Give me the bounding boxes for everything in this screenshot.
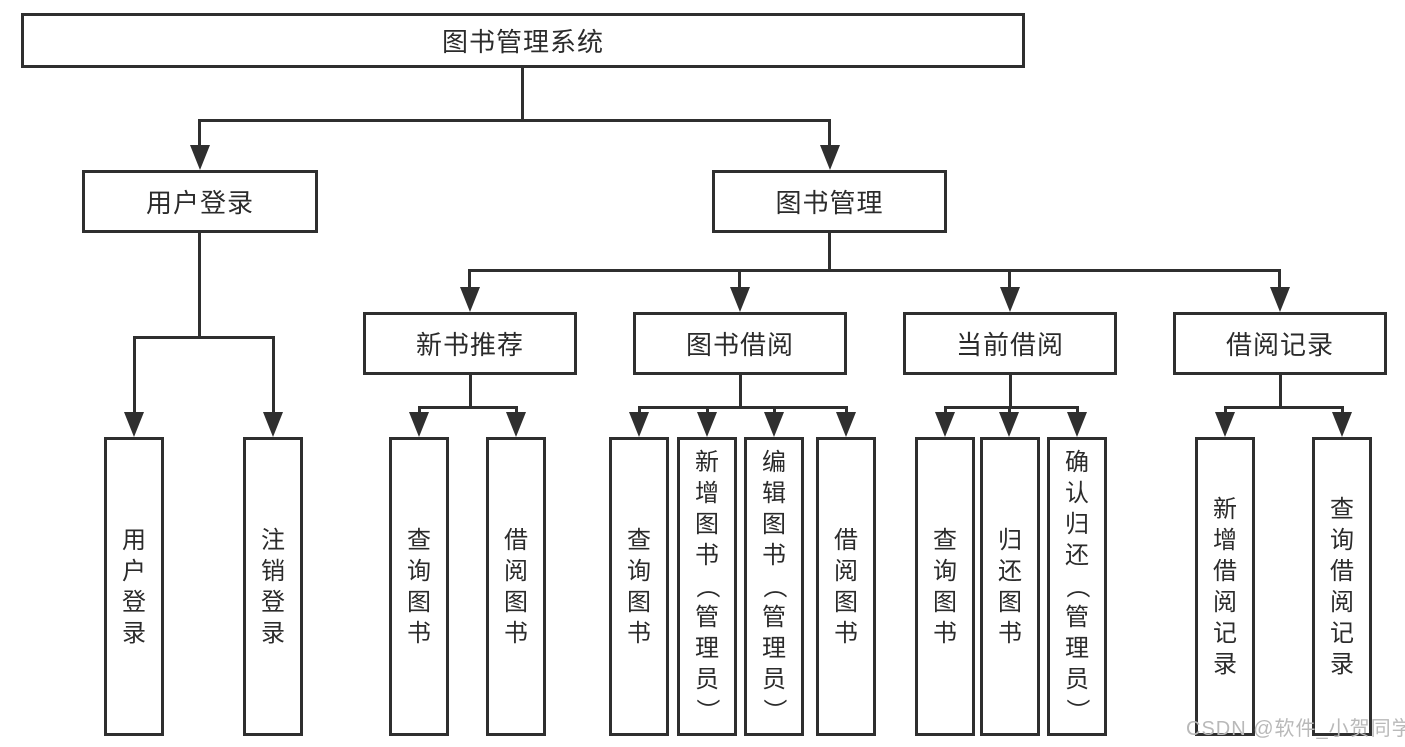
arrowhead-icon <box>190 145 210 170</box>
arrowhead-icon <box>820 145 840 170</box>
arrowhead-icon <box>460 287 480 312</box>
leaf-add-books-admin: 新增图书（管理员） <box>677 437 737 736</box>
node-new-book-recommend: 新书推荐 <box>363 312 577 375</box>
edge-line <box>638 406 847 409</box>
edge-line <box>468 269 1281 272</box>
edge-line <box>738 269 741 294</box>
edge-line <box>944 406 1078 409</box>
edge-line <box>198 119 201 151</box>
edge-line <box>468 269 471 294</box>
edge-line <box>828 233 831 271</box>
arrowhead-icon <box>836 412 856 437</box>
edge-line <box>739 375 742 408</box>
node-library-system: 图书管理系统 <box>21 13 1025 68</box>
arrowhead-icon <box>999 412 1019 437</box>
node-book-borrowing: 图书借阅 <box>633 312 847 375</box>
arrowhead-icon <box>697 412 717 437</box>
edge-line <box>1008 269 1011 294</box>
arrowhead-icon <box>263 412 283 437</box>
edge-line <box>133 336 136 418</box>
arrowhead-icon <box>935 412 955 437</box>
arrowhead-icon <box>1000 287 1020 312</box>
arrowhead-icon <box>1332 412 1352 437</box>
edge-line <box>418 406 517 409</box>
edge-line <box>1278 269 1281 294</box>
node-borrowing-records: 借阅记录 <box>1173 312 1387 375</box>
arrowhead-icon <box>409 412 429 437</box>
leaf-edit-books-admin: 编辑图书（管理员） <box>744 437 804 736</box>
edge-line <box>198 233 201 338</box>
arrowhead-icon <box>1067 412 1087 437</box>
leaf-query-borrow-record: 查询借阅记录 <box>1312 437 1372 736</box>
arrowhead-icon <box>1270 287 1290 312</box>
node-user-login: 用户登录 <box>82 170 318 233</box>
leaf-borrow-books: 借阅图书 <box>816 437 876 736</box>
csdn-watermark: CSDN @软件_小贺同学 <box>1186 718 1405 740</box>
edge-line <box>133 336 274 339</box>
leaf-query-books: 查询图书 <box>915 437 975 736</box>
node-book-management: 图书管理 <box>712 170 947 233</box>
edge-line <box>521 68 524 120</box>
node-current-borrowing: 当前借阅 <box>903 312 1117 375</box>
leaf-logout: 注销登录 <box>243 437 303 736</box>
leaf-user-login: 用户登录 <box>104 437 164 736</box>
leaf-add-borrow-record: 新增借阅记录 <box>1195 437 1255 736</box>
arrowhead-icon <box>629 412 649 437</box>
edge-line <box>198 119 831 122</box>
leaf-query-books: 查询图书 <box>609 437 669 736</box>
arrowhead-icon <box>124 412 144 437</box>
edge-line <box>1224 406 1343 409</box>
arrowhead-icon <box>1215 412 1235 437</box>
arrowhead-icon <box>764 412 784 437</box>
edge-line <box>1279 375 1282 408</box>
leaf-query-books: 查询图书 <box>389 437 449 736</box>
edge-line <box>469 375 472 408</box>
edge-line <box>272 336 275 418</box>
arrowhead-icon <box>730 287 750 312</box>
leaf-borrow-books: 借阅图书 <box>486 437 546 736</box>
arrowhead-icon <box>506 412 526 437</box>
leaf-confirm-return-admin: 确认归还（管理员） <box>1047 437 1107 736</box>
edge-line <box>1009 375 1012 408</box>
leaf-return-books: 归还图书 <box>980 437 1040 736</box>
edge-line <box>828 119 831 151</box>
